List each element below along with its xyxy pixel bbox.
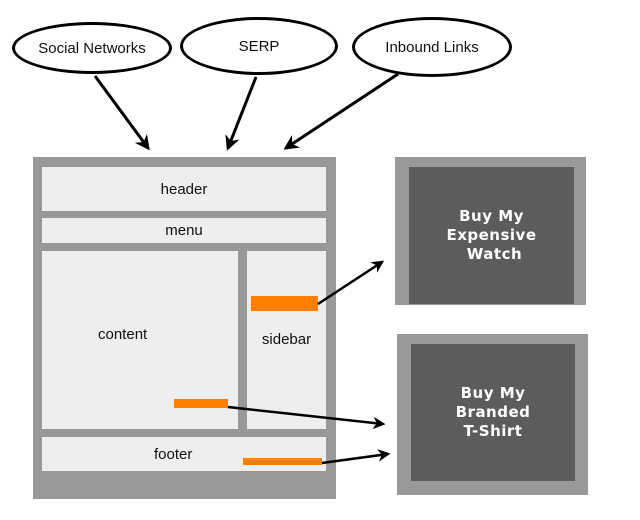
source-label: Inbound Links — [385, 38, 479, 56]
ad-text-line: Branded — [455, 403, 531, 421]
source-label: SERP — [238, 37, 280, 55]
arrow-serp-to-page — [225, 76, 258, 151]
ad-text-line: Buy My — [460, 384, 526, 402]
content-link-marker — [174, 399, 228, 408]
region-label: footer — [154, 445, 193, 463]
arrow-social-to-page — [93, 75, 150, 151]
region-sidebar: sidebar — [247, 251, 326, 429]
region-footer: footer — [42, 437, 326, 471]
region-menu: menu — [42, 218, 326, 243]
region-label: content — [98, 326, 148, 343]
arrow-inbound-to-page — [283, 72, 399, 150]
ad-text-line: Watch — [466, 245, 523, 263]
ad-text-line: T-Shirt — [463, 422, 523, 440]
ad-text-line: Buy My — [459, 207, 524, 225]
region-label: menu — [165, 222, 203, 239]
footer-link-marker — [243, 458, 322, 465]
page-wireframe: header menu content sidebar footer — [33, 157, 336, 499]
source-serp: SERP — [180, 17, 338, 75]
region-label: header — [160, 180, 208, 198]
sidebar-link-marker — [251, 296, 318, 311]
ad-watch-panel: Buy My Expensive Watch — [409, 167, 574, 304]
ad-watch: Buy My Expensive Watch — [395, 157, 586, 305]
ad-text-line: Expensive — [446, 226, 537, 244]
source-social-networks: Social Networks — [12, 22, 172, 74]
source-label: Social Networks — [38, 39, 146, 57]
region-header: header — [42, 167, 326, 211]
region-label: sidebar — [261, 331, 312, 348]
source-inbound-links: Inbound Links — [352, 17, 512, 77]
ad-tshirt: Buy My Branded T-Shirt — [397, 334, 588, 495]
ad-tshirt-panel: Buy My Branded T-Shirt — [411, 344, 575, 481]
